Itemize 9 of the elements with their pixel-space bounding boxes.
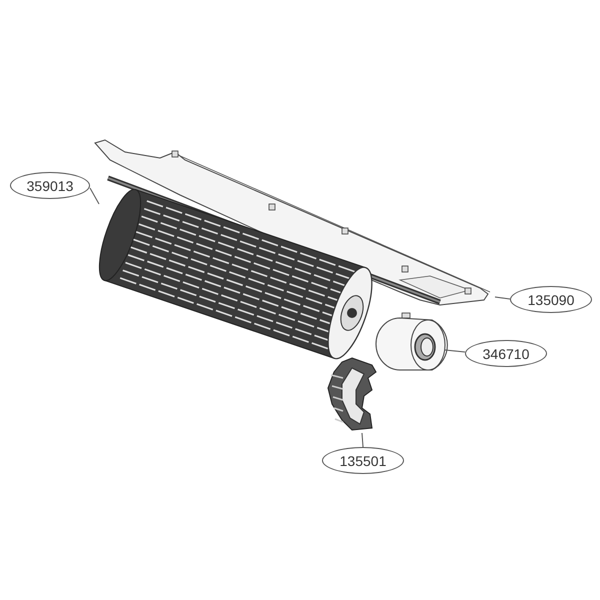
part-number: 346710 (482, 346, 530, 362)
part-number: 359013 (26, 178, 74, 194)
part-number: 135090 (528, 292, 574, 308)
callout-bubble (10, 172, 90, 199)
leader-line (362, 432, 364, 448)
leader-line (90, 188, 100, 204)
leader-line (444, 350, 466, 352)
leader-line (494, 296, 510, 300)
part-number: 135501 (340, 452, 386, 468)
